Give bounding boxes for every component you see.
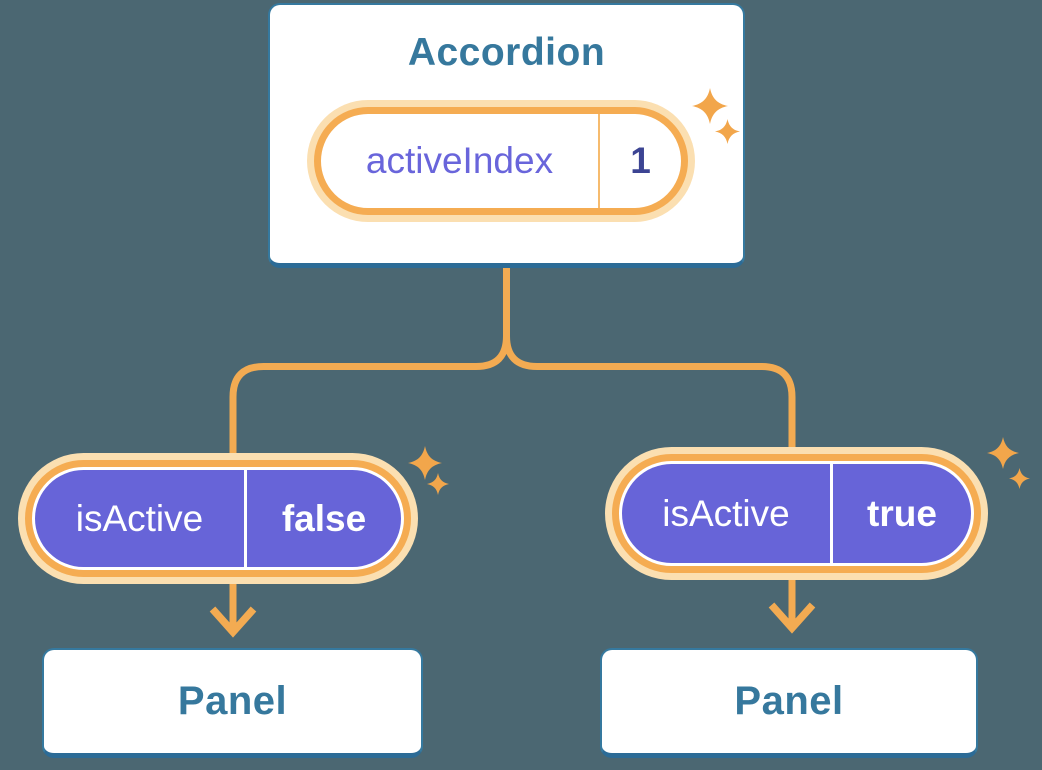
pill-body: isActive true	[622, 464, 971, 563]
state-name-label: isActive	[662, 492, 790, 534]
sparkle-icon-large	[408, 446, 442, 480]
state-value-label: true	[867, 492, 937, 534]
state-name-label: isActive	[75, 497, 204, 539]
sparkle-icon-small	[715, 119, 740, 144]
state-pill-isactive-false: isActive false	[25, 460, 411, 577]
sparkle-icon-small	[427, 473, 449, 495]
pill-body: isActive false	[35, 470, 401, 567]
panel-card-left: Panel	[42, 648, 423, 758]
pill-divider	[244, 470, 247, 567]
state-pill-activeindex: activeIndex 1	[314, 107, 688, 215]
sparkle-icon-large	[692, 88, 728, 124]
arrow-right-head	[768, 602, 816, 634]
pill-divider	[830, 464, 833, 563]
panel-label: Panel	[734, 679, 844, 723]
pill-divider	[598, 114, 600, 208]
sparkle-icon-large	[987, 437, 1019, 469]
connector-left-branch	[229, 266, 510, 454]
panel-card-right: Panel	[600, 648, 978, 758]
accordion-card: Accordion activeIndex 1	[268, 3, 745, 268]
state-pill-isactive-true: isActive true	[612, 454, 981, 573]
state-value-label: false	[281, 497, 367, 539]
arrow-left-head	[209, 606, 257, 638]
accordion-title: Accordion	[407, 31, 606, 74]
state-value-label: 1	[630, 140, 651, 181]
connector-right-branch	[503, 266, 796, 449]
panel-label: Panel	[177, 679, 288, 723]
sparkle-icon-small	[1009, 468, 1030, 489]
state-name-label: activeIndex	[365, 140, 554, 181]
